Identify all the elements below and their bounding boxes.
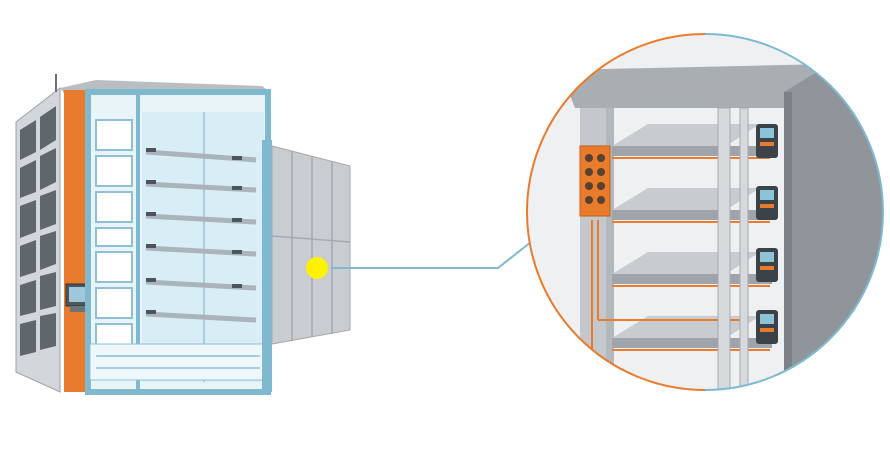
controller-unit-icon xyxy=(756,124,778,158)
side-window-grid xyxy=(20,106,56,356)
controller-unit-icon xyxy=(756,248,778,282)
highlight-dot-icon xyxy=(306,257,328,279)
drawer-column xyxy=(95,119,133,355)
junction-box-icon xyxy=(579,145,611,217)
storage-cabinet xyxy=(15,74,351,395)
leader-line xyxy=(331,237,537,269)
callout-ring-orange xyxy=(526,33,706,391)
shelf-tags xyxy=(146,148,242,314)
zoom-callout xyxy=(526,33,884,391)
base-strip xyxy=(89,343,267,381)
orange-pillar xyxy=(64,90,88,392)
inner-ceiling xyxy=(560,64,830,108)
controller-unit-icon xyxy=(756,310,778,344)
inner-middle-post xyxy=(717,107,731,390)
callout-ring-blue xyxy=(704,33,884,391)
extension-panels xyxy=(271,151,351,341)
cabinet-extension xyxy=(271,145,351,345)
controller-unit-icon xyxy=(756,186,778,220)
inner-right-wall xyxy=(784,64,883,390)
shelf-controllers xyxy=(756,124,778,344)
front-right-pillar xyxy=(262,140,272,392)
